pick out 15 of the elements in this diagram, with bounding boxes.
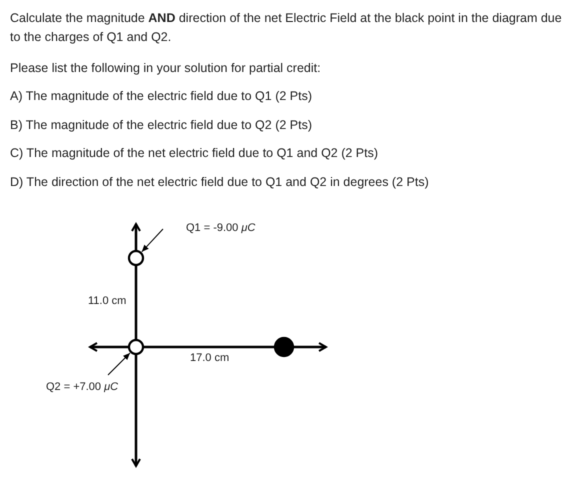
charge-label: Q2 = +7.00 μC	[46, 378, 118, 397]
instruction-text: A) The magnitude of the electric field due to Q1 (2 Pts)	[10, 88, 312, 105]
instruction-text: B) The magnitude of the electric field due to Q2 (2 Pts)	[10, 117, 312, 134]
dimension-label: 17.0 cm	[190, 351, 230, 366]
leader-line	[108, 352, 130, 376]
charge-circle	[128, 338, 144, 356]
instruction-text: Please list the following in your solution for partial credit:	[10, 60, 321, 77]
charge-label: Q1 = -9.00 μC	[186, 219, 256, 238]
charge-circle	[128, 250, 144, 266]
question-text: Calculate the magnitude AND direction of the net Electric Field at the black point in the diagram due to the charges of Q1 and Q2.	[10, 10, 563, 46]
leader-line	[141, 228, 164, 252]
field-point	[274, 336, 294, 358]
dimension-label: 11.0 cm	[88, 294, 126, 309]
instruction-text: C) The magnitude of the net electric field due to Q1 and Q2 (2 Pts)	[10, 145, 378, 162]
instruction-text: D) The direction of the net electric field due to Q1 and Q2 in degrees (2 Pts)	[10, 174, 429, 191]
